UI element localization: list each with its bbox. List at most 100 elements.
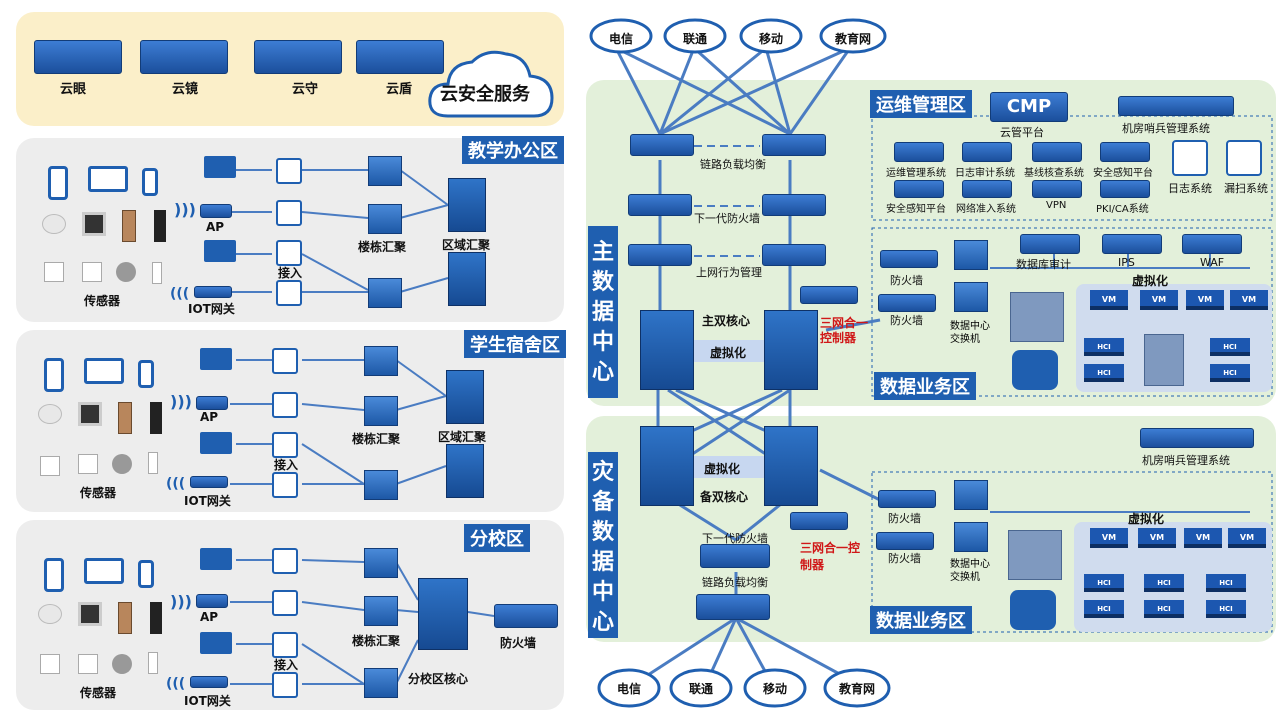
access-switch-icon	[272, 432, 298, 458]
left-network-lines	[230, 169, 495, 685]
outlet-icon	[40, 654, 60, 674]
laptop-icon	[84, 358, 124, 384]
hci-node: HCI	[1206, 600, 1246, 618]
building-switch	[368, 278, 402, 308]
ops-device	[1032, 180, 1082, 198]
iot-gateway-label: IOT网关	[188, 302, 235, 316]
building-switch	[364, 596, 398, 626]
access-label: 接入	[274, 658, 299, 672]
isp-unicom-label: 联通	[682, 32, 707, 46]
poe-switch-icon	[272, 392, 298, 418]
server-rack-icon	[1144, 334, 1184, 386]
isp-cloud-icon	[663, 18, 727, 54]
vm-node: VM	[1140, 290, 1178, 310]
ops-device	[894, 180, 944, 198]
sensor-icon	[112, 454, 132, 474]
backup-dc-title-box	[588, 452, 618, 638]
region-label: 区域汇聚	[438, 430, 487, 444]
pc-icon	[200, 432, 232, 454]
ngfw-device	[762, 194, 826, 216]
waf-device	[1182, 234, 1242, 254]
sensor-label: 传感器	[80, 486, 117, 500]
access-switch-icon	[272, 348, 298, 374]
backup-ngfw-label: 下一代防火墙	[702, 532, 768, 545]
switch-panel-icon	[82, 262, 102, 282]
hci-node: HCI	[1084, 364, 1124, 382]
firewall-label: 防火墙	[888, 512, 921, 525]
storage-icon	[1012, 350, 1058, 390]
isp-edu-label: 教育网	[834, 32, 871, 46]
building-switch	[364, 668, 398, 698]
sentinel-device	[1118, 96, 1234, 116]
door-panel-icon	[150, 402, 162, 434]
ops-device	[1100, 142, 1150, 162]
laptop-icon	[88, 166, 128, 192]
backup-core-switch	[640, 426, 694, 506]
controller-device	[790, 512, 848, 530]
building-switch	[368, 156, 402, 186]
access-switch-icon	[272, 548, 298, 574]
access-switch-icon	[276, 240, 302, 266]
laptop-icon	[84, 558, 124, 584]
hci-node: HCI	[1206, 574, 1246, 592]
vm-node: VM	[1228, 528, 1266, 548]
region-aggregation-switch	[446, 370, 484, 424]
tablet-icon	[142, 168, 158, 196]
poe-switch-icon	[272, 590, 298, 616]
isp-edu-label: 教育网	[838, 682, 875, 696]
branch-firewall-label: 防火墙	[500, 636, 537, 650]
hci-node: HCI	[1084, 338, 1124, 356]
vm-node: VM	[1184, 528, 1222, 548]
cloud-mirror-device	[140, 40, 228, 74]
pc-icon	[200, 632, 232, 654]
ips-device	[1102, 234, 1162, 254]
ops-device	[1032, 142, 1082, 162]
poe-switch-icon	[276, 200, 302, 226]
ap-device	[200, 204, 232, 218]
building-switch	[364, 548, 398, 578]
ngfw-device	[628, 194, 692, 216]
firewall-label: 防火墙	[890, 314, 923, 327]
main-core-switch	[764, 310, 818, 390]
behavior-mgmt-device	[628, 244, 692, 266]
panel-icon	[78, 602, 102, 626]
virtual-label: 虚拟化	[1132, 274, 1169, 288]
access-switch-icon	[276, 158, 302, 184]
branch-zone-title: 分校区	[464, 524, 530, 552]
small-sensor-icon	[148, 452, 158, 474]
hci-node: HCI	[1210, 364, 1250, 382]
tablet-icon	[138, 560, 154, 588]
door-lock-icon	[118, 602, 132, 634]
phone-icon	[44, 358, 64, 392]
sensor-label: 传感器	[80, 686, 117, 700]
firewall-device	[876, 532, 934, 550]
db-audit-device	[1020, 234, 1080, 254]
smoke-detector-icon	[38, 604, 62, 624]
ops-item-label: 安全感知平台	[1093, 168, 1153, 179]
ops-item-label: 运维管理系统	[886, 168, 946, 179]
waf-label: WAF	[1200, 256, 1225, 269]
vm-node: VM	[1090, 528, 1128, 548]
pc-icon	[200, 348, 232, 370]
outlet-icon	[40, 456, 60, 476]
behavior-label: 上网行为管理	[696, 266, 762, 279]
main-dc-title-box	[588, 226, 618, 398]
iot-gateway-device	[194, 286, 232, 298]
isp-cloud-icon	[589, 18, 653, 54]
dc-switch	[954, 282, 988, 312]
ops-device	[894, 142, 944, 162]
controller-device	[800, 286, 858, 304]
hci-node: HCI	[1144, 600, 1184, 618]
cloud-mirror-label: 云镜	[172, 82, 199, 97]
building-label: 楼栋汇聚	[352, 634, 401, 648]
sensor-label: 传感器	[84, 294, 121, 308]
iot-gateway-label: IOT网关	[184, 494, 231, 508]
isp-cloud-icon	[739, 18, 803, 54]
cloud-eye-device	[34, 40, 122, 74]
pc-icon	[204, 156, 236, 178]
panel-icon	[78, 402, 102, 426]
wifi-icon: (((	[166, 676, 186, 692]
link-lb-label: 链路负载均衡	[700, 158, 766, 171]
ops-item-label: 安全感知平台	[886, 204, 946, 215]
